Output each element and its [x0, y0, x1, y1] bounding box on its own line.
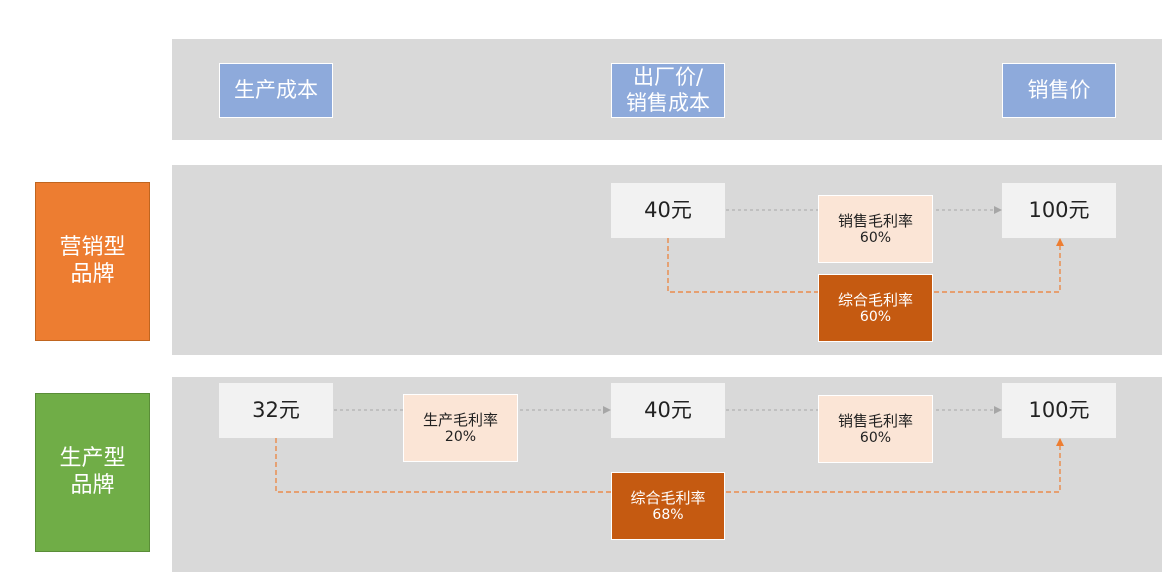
marketing-sale-price-value: 100元 — [1028, 197, 1090, 222]
production-margin-label: 生产毛利率 — [422, 410, 498, 429]
marketing-sales-margin: 销售毛利率 60% — [818, 195, 933, 263]
header-sale-price: 销售价 — [1002, 63, 1116, 118]
marketing-total-margin-value: 60% — [859, 308, 892, 325]
marketing-total-margin: 综合毛利率 60% — [818, 274, 933, 342]
header-production-cost-label: 生产成本 — [234, 77, 318, 102]
marketing-factory-price: 40元 — [611, 183, 725, 238]
production-sales-margin: 销售毛利率 60% — [818, 395, 933, 463]
header-factory-price-line1: 出厂价/ — [632, 65, 704, 90]
marketing-total-margin-label: 综合毛利率 — [837, 290, 913, 309]
marketing-sales-margin-label: 销售毛利率 — [837, 211, 913, 230]
production-cost: 32元 — [219, 383, 333, 438]
header-sale-price-label: 销售价 — [1027, 77, 1091, 102]
production-brand-label: 生产型 品牌 — [35, 393, 150, 552]
header-factory-price: 出厂价/ 销售成本 — [611, 63, 725, 118]
production-sale-price-value: 100元 — [1028, 397, 1090, 422]
marketing-sales-margin-value: 60% — [859, 229, 892, 246]
production-cost-value: 32元 — [252, 397, 300, 422]
production-sales-margin-label: 销售毛利率 — [837, 411, 913, 430]
production-sales-margin-value: 60% — [859, 429, 892, 446]
production-brand-line1: 生产型 — [59, 446, 126, 472]
production-total-margin-label: 综合毛利率 — [630, 488, 706, 507]
marketing-brand-line1: 营销型 — [59, 235, 126, 261]
production-total-margin-value: 68% — [652, 506, 684, 523]
marketing-factory-price-value: 40元 — [644, 197, 692, 222]
header-factory-price-line2: 销售成本 — [626, 90, 710, 115]
production-sale-price: 100元 — [1002, 383, 1116, 438]
production-factory-price: 40元 — [611, 383, 725, 438]
production-brand-line2: 品牌 — [70, 472, 115, 498]
production-margin-value: 20% — [444, 428, 477, 445]
header-production-cost: 生产成本 — [219, 63, 333, 118]
production-factory-price-value: 40元 — [644, 397, 692, 422]
production-margin: 生产毛利率 20% — [403, 394, 518, 462]
marketing-brand-line2: 品牌 — [70, 261, 115, 287]
production-total-arrow — [275, 438, 1064, 493]
marketing-brand-label: 营销型 品牌 — [35, 182, 150, 341]
marketing-sale-price: 100元 — [1002, 183, 1116, 238]
production-total-margin: 综合毛利率 68% — [611, 472, 725, 540]
